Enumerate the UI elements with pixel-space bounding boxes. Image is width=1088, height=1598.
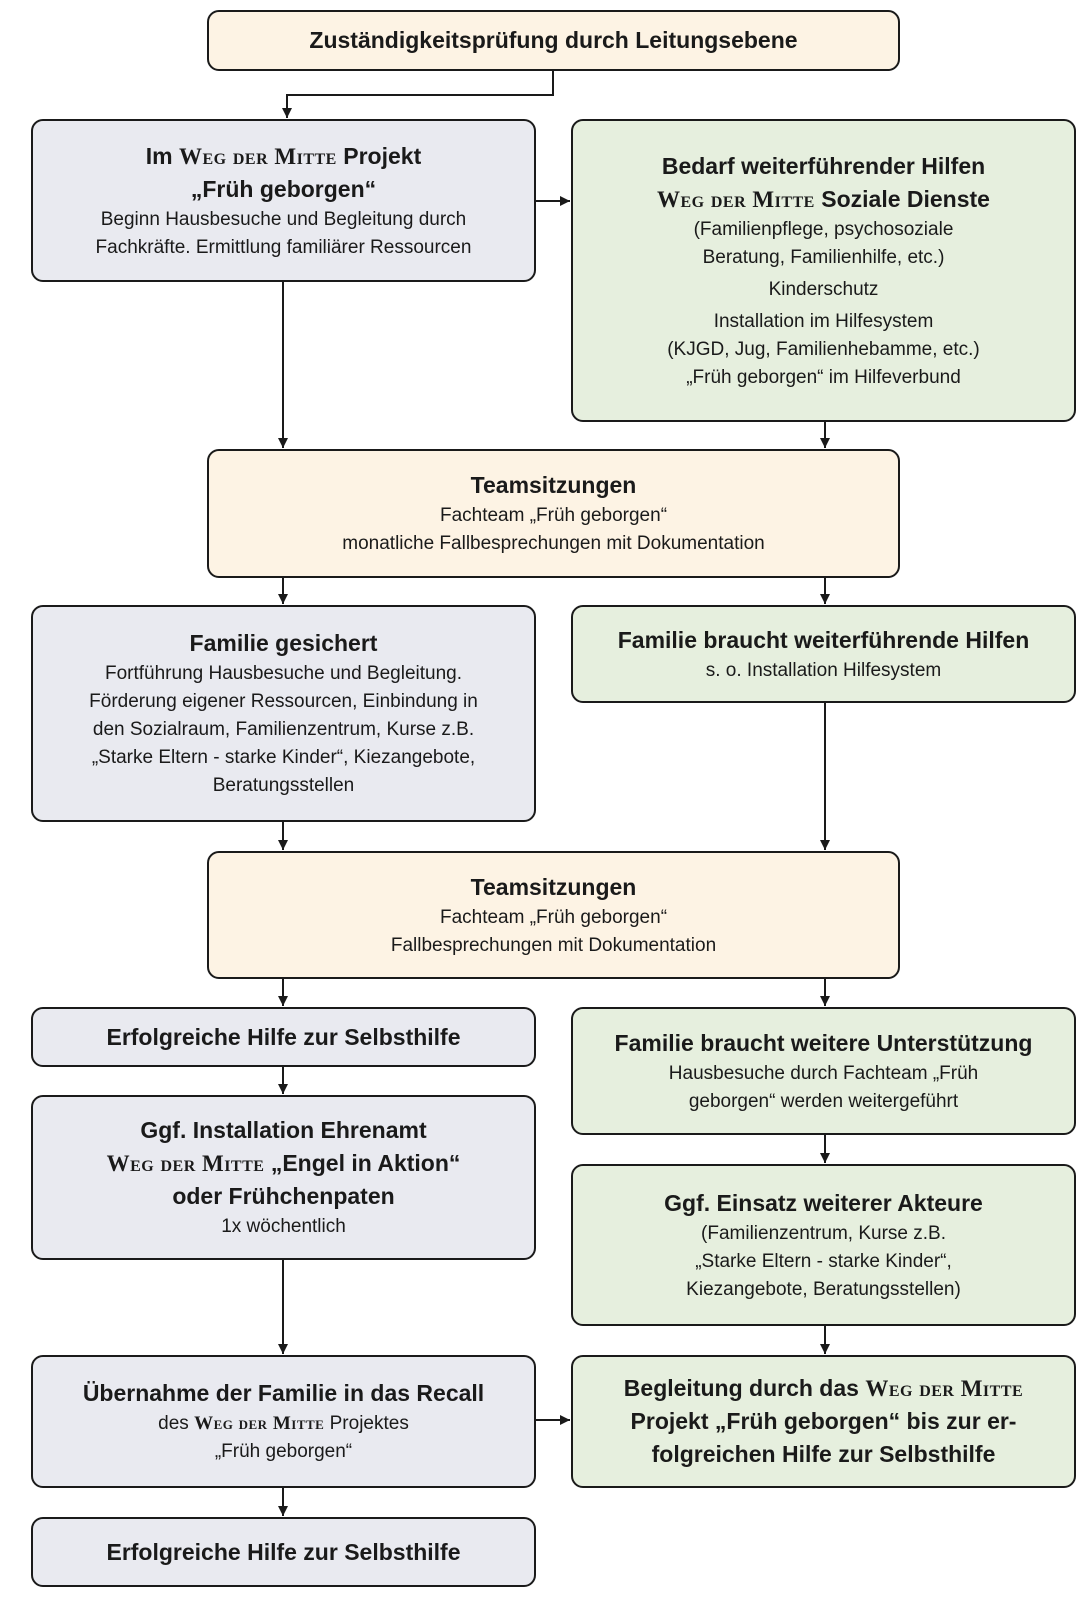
box-subtitle: Weg der Mitte „Engel in Aktion“ [107,1147,461,1180]
box-body-line: „Früh geborgen“ im Hilfeverbund [686,366,961,388]
box-begleitung-weg-der-mitte: Begleitung durch das Weg der Mitte Proje… [571,1355,1076,1488]
box-body-line: Beratungsstellen [212,775,355,796]
title-suffix: Soziale Dienste [821,185,990,212]
title-prefix: Begleitung durch das [623,1375,859,1401]
box-body-line: Förderung eigener Ressourcen, Einbindung… [89,691,478,712]
box-body-line: Fortführung Hausbesuche und Begleitung. [104,663,463,684]
box-erfolgreiche-hilfe-final: Erfolgreiche Hilfe zur Selbsthilfe [31,1517,536,1587]
box-title: Erfolgreiche Hilfe zur Selbsthilfe [106,1538,461,1565]
box-installation-ehrenamt: Ggf. Installation Ehrenamt Weg der Mitte… [31,1095,536,1260]
box-body-line: „Starke Eltern - starke Kinder“, Kiezang… [91,747,476,768]
box-subtitle: „Früh geborgen“ [190,175,377,202]
box-title: Erfolgreiche Hilfe zur Selbsthilfe [106,1023,461,1050]
brand-weg-der-mitte: Weg der Mitte [179,143,337,169]
box-body-line: Beginn Hausbesuche und Begleitung durch [100,208,467,230]
box-familie-braucht-weiterfuehrende-hilfen: Familie braucht weiterführende Hilfen s.… [571,605,1076,703]
box-body-line: Installation im Hilfesystem [713,310,934,332]
box-body-line: „Starke Eltern - starke Kinder“, [695,1250,952,1272]
box-einsatz-weiterer-akteure: Ggf. Einsatz weiterer Akteure (Familienz… [571,1164,1076,1326]
box-title: Familie braucht weiterführende Hilfen [617,626,1030,653]
box-subtitle: oder Frühchenpaten [172,1183,395,1209]
box-body-line: Fachkräfte. Ermittlung familiärer Ressou… [95,236,472,258]
arrow-top-to-projekt [282,70,554,118]
box-title: Bedarf weiterführender Hilfen [661,152,986,179]
brand-weg-der-mitte: Weg der Mitte [657,186,815,212]
box-body-line: monatliche Fallbesprechungen mit Dokumen… [342,533,765,554]
box-body-line: 1x wöchentlich [221,1216,346,1237]
box-teamsitzungen: Teamsitzungen Fachteam „Früh geborgen“ F… [207,851,900,979]
box-body-line: des Weg der Mitte Projektes [158,1410,409,1438]
box-erfolgreiche-hilfe: Erfolgreiche Hilfe zur Selbsthilfe [31,1007,536,1067]
box-title: Im Weg der Mitte Projekt [146,140,421,173]
box-title: Familie gesichert [189,630,378,656]
box-title: Ggf. Einsatz weiterer Akteure [664,1189,983,1216]
box-zustaendigkeitspruefung: Zuständigkeitsprüfung durch Leitungseben… [207,10,900,71]
box-body-line: geborgen“ werden weitergeführt [688,1090,959,1112]
brand-weg-der-mitte: Weg der Mitte [106,1151,265,1176]
box-body-line: den Sozialraum, Familienzentrum, Kurse z… [92,719,475,740]
box-title: Zuständigkeitsprüfung durch Leitungseben… [309,27,798,53]
box-body-line: (Familienzentrum, Kurse z.B. [701,1222,946,1244]
box-body-line: Fallbesprechungen mit Dokumentation [390,934,717,956]
box-body-line: Kiezangebote, Beratungsstellen) [686,1278,961,1300]
brand-weg-der-mitte: Weg der Mitte [194,1413,325,1434]
box-title: Familie braucht weitere Unterstützung [614,1029,1033,1056]
title-suffix: „Engel in Aktion“ [270,1150,461,1176]
box-body-line: Beratung, Familienhilfe, etc.) [702,246,945,268]
box-title-line: folgreichen Hilfe zur Selbsthilfe [651,1441,996,1467]
title-suffix: Projekt [343,142,422,169]
brand-weg-der-mitte: Weg der Mitte [865,1376,1024,1401]
box-bedarf-weiterfuehrender-hilfen: Bedarf weiterführender Hilfen Weg der Mi… [571,119,1076,422]
box-body-line: Fachteam „Früh geborgen“ [439,505,668,526]
box-title: Ggf. Installation Ehrenamt [140,1117,427,1143]
line-prefix: des [158,1413,189,1434]
box-body-line: Hausbesuche durch Fachteam „Früh [668,1062,979,1084]
title-prefix: Im [145,142,173,169]
box-teamsitzungen-monatlich: Teamsitzungen Fachteam „Früh geborgen“ m… [207,449,900,578]
box-title: Übernahme der Familie in das Recall [82,1380,485,1406]
box-body-line: Fachteam „Früh geborgen“ [439,906,668,928]
box-body-line: s. o. Installation Hilfesystem [705,659,942,681]
box-body-line: (Familienpflege, psychosoziale [693,218,954,240]
box-uebernahme-recall: Übernahme der Familie in das Recall des … [31,1355,536,1488]
box-subtitle: Weg der Mitte Soziale Dienste [657,183,990,216]
box-body-line: „Früh geborgen“ [214,1441,353,1462]
box-title: Teamsitzungen [470,873,637,900]
box-projekt-frueh-geborgen: Im Weg der Mitte Projekt „Früh geborgen“… [31,119,536,282]
box-title: Begleitung durch das Weg der Mitte [624,1372,1023,1405]
box-title: Teamsitzungen [470,472,637,498]
box-familie-gesichert: Familie gesichert Fortführung Hausbesuch… [31,605,536,822]
box-familie-braucht-weitere-unterstuetzung: Familie braucht weitere Unterstützung Ha… [571,1007,1076,1135]
box-body-line: (KJGD, Jug, Familienhebamme, etc.) [667,338,980,360]
box-title-line: Projekt „Früh geborgen“ bis zur er- [630,1408,1017,1434]
box-body-line: Kinderschutz [768,278,879,300]
line-suffix: Projektes [329,1413,409,1434]
